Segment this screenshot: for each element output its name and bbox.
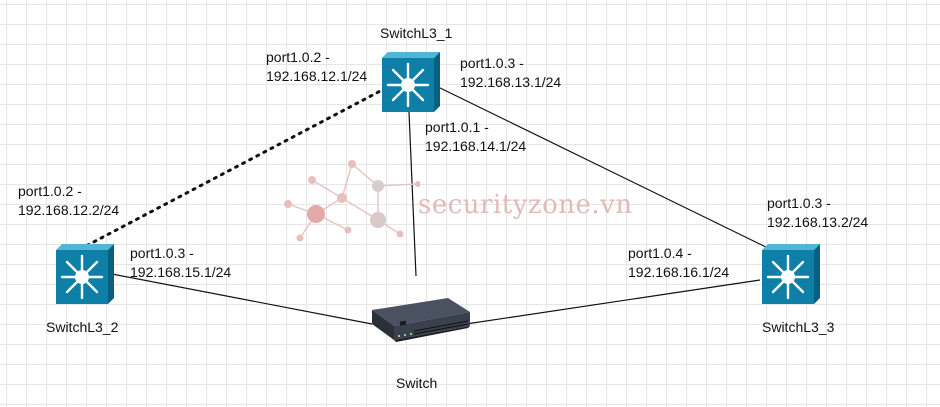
ethernet-switch-icon[interactable]: [364, 296, 474, 354]
layer3-switch-icon[interactable]: [52, 244, 114, 306]
port-label-l3-3-p4: port1.0.4 - 192.168.16.1/24: [628, 244, 729, 282]
port-label-l3-2-p2: port1.0.2 - 192.168.12.2/24: [18, 182, 119, 220]
port-ip: 192.168.16.1/24: [628, 264, 730, 280]
layer3-switch-icon[interactable]: [758, 244, 820, 306]
link-l3-3-to-switch[interactable]: [465, 279, 761, 325]
port-label-l3-3-p3: port1.0.3 - 192.168.13.2/24: [767, 194, 868, 232]
port-name: port1.0.3 -: [460, 55, 524, 71]
port-ip: 192.168.14.1/24: [425, 138, 527, 154]
layer3-switch-icon[interactable]: [378, 52, 440, 114]
port-ip: 192.168.12.1/24: [266, 68, 368, 84]
port-name: port1.0.4 -: [628, 245, 692, 261]
port-label-l3-1-p1: port1.0.1 - 192.168.14.1/24: [425, 118, 526, 156]
watermark-text: securityzone.vn: [418, 190, 633, 220]
switchl3-1-name: SwitchL3_1: [380, 25, 453, 41]
port-name: port1.0.2 -: [266, 49, 330, 65]
port-name: port1.0.3 -: [130, 245, 194, 261]
port-name: port1.0.3 -: [767, 195, 831, 211]
switchl3-3-name: SwitchL3_3: [762, 319, 835, 335]
port-label-l3-1-p2: port1.0.2 - 192.168.12.1/24: [266, 48, 367, 86]
port-label-l3-2-p3: port1.0.3 - 192.168.15.1/24: [130, 244, 231, 282]
link-l3-1-to-switch[interactable]: [408, 111, 417, 277]
port-ip: 192.168.15.1/24: [130, 264, 232, 280]
port-ip: 192.168.13.1/24: [460, 74, 562, 90]
port-ip: 192.168.12.2/24: [18, 202, 120, 218]
port-ip: 192.168.13.2/24: [767, 214, 869, 230]
link-l3-1-to-l3-2[interactable]: [84, 86, 388, 248]
link-l3-2-to-switch[interactable]: [111, 273, 373, 325]
port-label-l3-1-p3: port1.0.3 - 192.168.13.1/24: [460, 54, 561, 92]
switchl3-2-name: SwitchL3_2: [46, 319, 119, 335]
watermark-graph-icon: [284, 160, 420, 242]
switch-name: Switch: [396, 375, 438, 391]
link-l3-1-to-l3-3[interactable]: [435, 85, 773, 251]
port-name: port1.0.2 -: [18, 183, 82, 199]
port-name: port1.0.1 -: [425, 119, 489, 135]
